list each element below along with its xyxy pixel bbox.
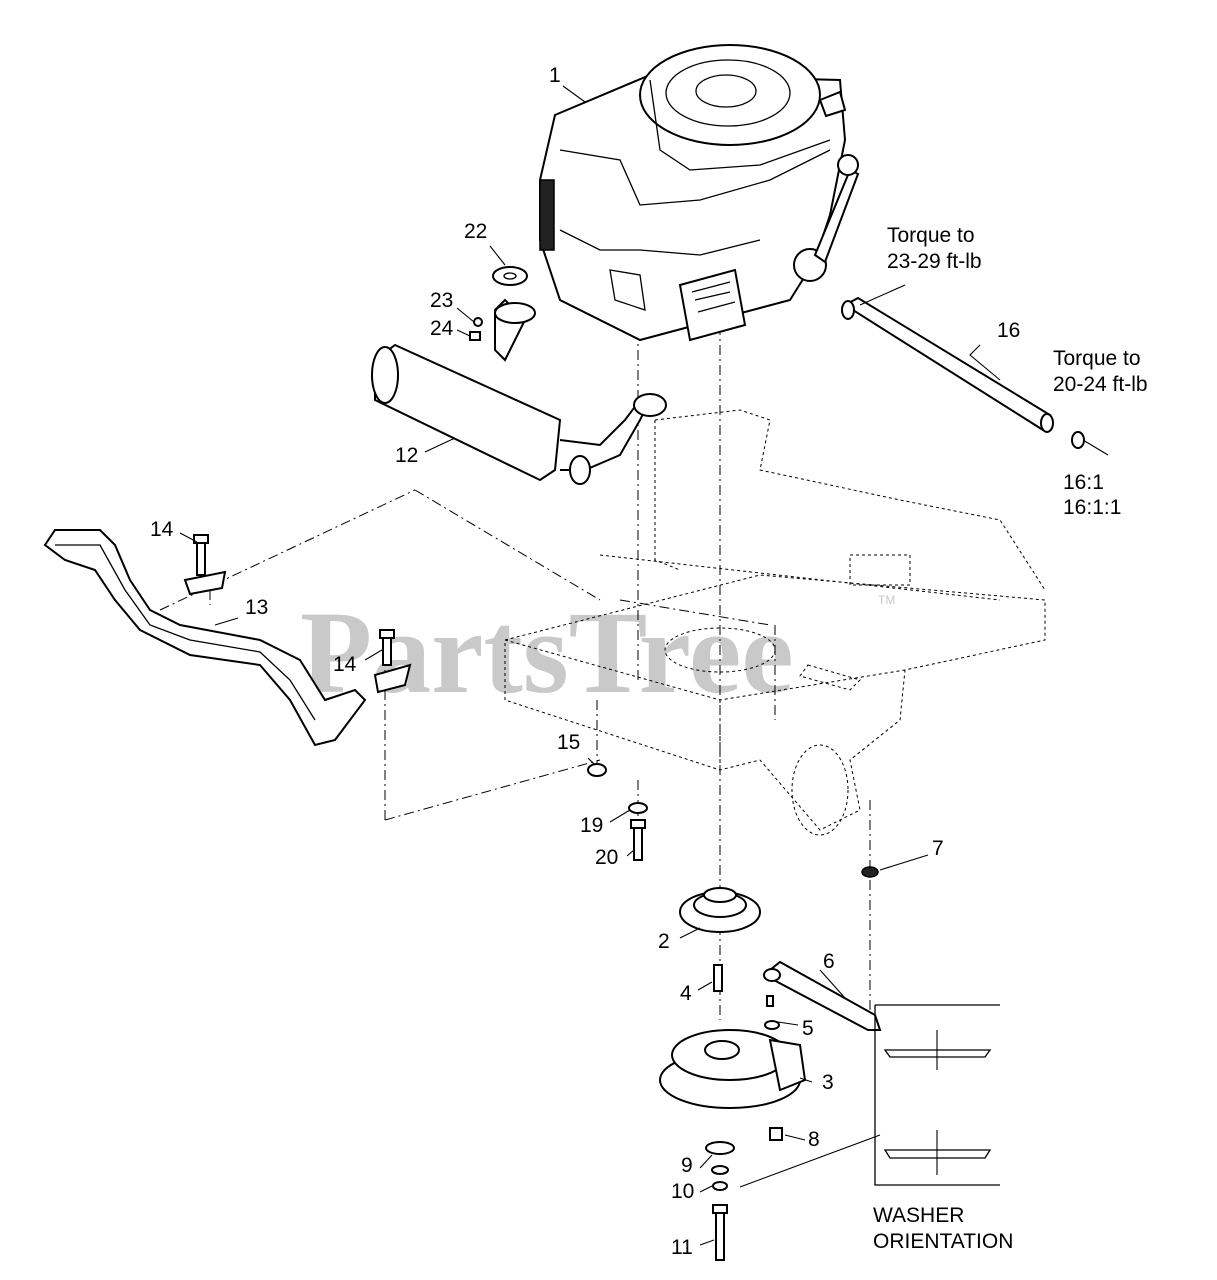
- watermark-trademark: TM: [878, 593, 895, 607]
- engine: [539, 44, 860, 342]
- washer-note-line2: ORIENTATION: [873, 1230, 1013, 1253]
- callout-19: 19: [580, 814, 603, 837]
- callout-22: 22: [464, 220, 487, 243]
- pulley-and-clutch: [659, 887, 807, 1261]
- washer-orientation-detail: [874, 1004, 1000, 1186]
- handle-bar: [43, 529, 412, 747]
- callout-4: 4: [680, 982, 692, 1005]
- torque-note-1-line1: Torque to: [887, 224, 975, 247]
- callout-14a: 14: [150, 518, 174, 541]
- torque-note-2-line1: Torque to: [1053, 347, 1141, 370]
- callout-16-1: 16:1: [1063, 471, 1104, 494]
- callout-9: 9: [681, 1154, 693, 1177]
- callout-16-1-1: 16:1:1: [1063, 496, 1121, 519]
- dipstick-tube: [841, 296, 1085, 449]
- deck-mount-hardware: [587, 763, 648, 861]
- callout-3: 3: [822, 1071, 834, 1094]
- callout-2: 2: [658, 930, 670, 953]
- callout-1: 1: [549, 64, 561, 87]
- callout-7: 7: [932, 837, 944, 860]
- callout-6: 6: [823, 950, 835, 973]
- callout-labels: 1 2 3 4 5 6 7 8 9 10 11 12 13 14 14 15 1…: [150, 64, 1121, 1259]
- torque-note-2-line2: 20-24 ft-lb: [1053, 373, 1148, 396]
- washer-note-line1: WASHER: [873, 1204, 964, 1227]
- callout-11: 11: [671, 1236, 693, 1259]
- notes: Torque to 23-29 ft-lb Torque to 20-24 ft…: [873, 224, 1148, 1253]
- callout-15: 15: [557, 731, 580, 754]
- leader-lines: [179, 85, 1109, 1246]
- callout-12: 12: [395, 444, 418, 467]
- callout-16: 16: [997, 319, 1020, 342]
- callout-13: 13: [245, 596, 268, 619]
- torque-note-1-line2: 23-29 ft-lb: [887, 250, 982, 273]
- callout-10: 10: [671, 1180, 694, 1203]
- callout-5: 5: [802, 1017, 814, 1040]
- callout-14b: 14: [333, 653, 357, 676]
- torque-rod: [763, 866, 882, 1031]
- callout-24: 24: [430, 317, 454, 340]
- callout-23: 23: [430, 289, 453, 312]
- callout-8: 8: [808, 1128, 820, 1151]
- muffler: [371, 266, 667, 485]
- callout-20: 20: [595, 846, 618, 869]
